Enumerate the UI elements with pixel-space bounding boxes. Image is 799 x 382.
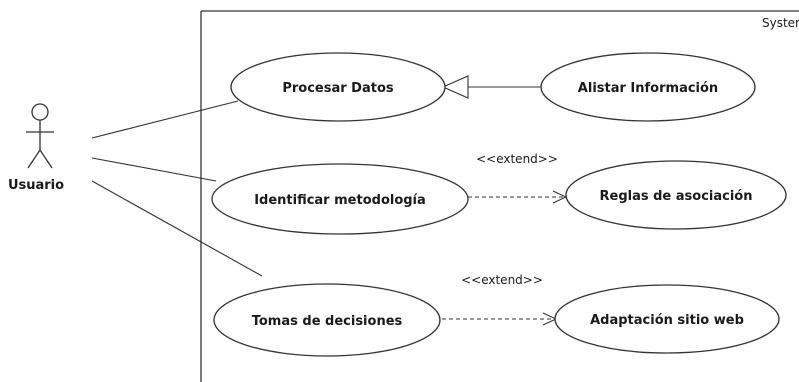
use-case-reglas-label: Reglas de asociación — [600, 189, 753, 204]
use-case-procesar-label: Procesar Datos — [282, 81, 394, 96]
use-case-alistar-informacion[interactable]: Alistar Información — [540, 52, 756, 122]
use-case-adaptacion-label: Adaptación sitio web — [590, 313, 744, 328]
use-case-alistar-label: Alistar Información — [578, 81, 718, 96]
system-boundary: System — [200, 10, 799, 382]
actor-usuario[interactable]: Usuario — [8, 103, 64, 193]
system-label: System — [762, 16, 799, 30]
actor-label: Usuario — [8, 178, 64, 193]
use-case-procesar-datos[interactable]: Procesar Datos — [230, 52, 446, 122]
use-case-tomas-decisiones[interactable]: Tomas de decisiones — [213, 283, 441, 357]
actor-right-leg — [39, 149, 53, 169]
extend-relation-2: <<extend>> — [442, 273, 558, 326]
use-case-reglas-asociacion[interactable]: Reglas de asociación — [565, 160, 787, 230]
extend-relation-1: <<extend>> — [468, 152, 568, 204]
use-case-identificar-metodologia[interactable]: Identificar metodología — [211, 163, 469, 235]
extend-label-1: <<extend>> — [476, 152, 558, 166]
association-identificar — [91, 157, 217, 182]
use-case-identificar-label: Identificar metodología — [254, 193, 426, 208]
use-case-adaptacion-sitio-web[interactable]: Adaptación sitio web — [554, 284, 780, 354]
association-tomas — [91, 180, 263, 277]
generalization-arrow — [441, 75, 541, 99]
extend-label-2: <<extend>> — [461, 273, 543, 287]
actor-left-leg — [27, 149, 41, 169]
association-procesar — [91, 100, 239, 139]
actor-head — [31, 103, 49, 121]
use-case-tomas-label: Tomas de decisiones — [252, 314, 403, 329]
